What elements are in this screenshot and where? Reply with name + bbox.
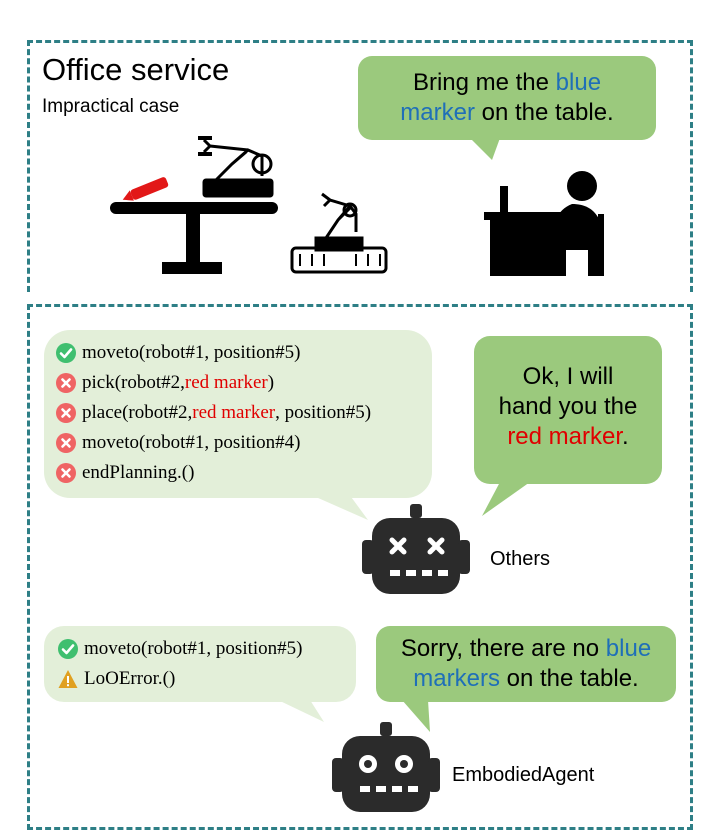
plan-step-highlight: red marker [192,402,276,423]
reply-highlight-markers: markers [413,665,500,692]
plan-step: pick(robot#2, red marker) [56,368,371,398]
plan-step-text: pick(robot#2, [82,372,185,393]
plan-step: endPlanning.() [56,458,371,488]
embodied-plan-bubble [44,626,356,722]
plan-step: place(robot#2, red marker, position#5) [56,398,371,428]
others-robot-icon [362,504,470,594]
check-circle-icon [56,343,76,363]
embodied-label: EmbodiedAgent [452,764,595,786]
embodied-robot-icon [332,722,440,812]
red-marker-icon [122,177,169,201]
others-reply-bubble [474,336,662,516]
x-circle-icon [56,463,76,483]
plan-step-text: place(robot#2, [82,402,193,423]
others-reply-text: Ok, I will hand you the red marker. [498,363,638,450]
robot-arm-icon [198,136,274,198]
plan-step-text: endPlanning.() [82,462,195,483]
plan-step: moveto(robot#1, position#5) [56,338,371,368]
user-request-text: Bring me the blue marker on the table. [400,69,614,126]
plan-step-text: moveto(robot#1, position#5) [82,342,301,363]
embodied-reply-bubble [376,626,676,732]
top-scene-panel [27,40,693,292]
warning-icon [58,670,78,688]
plan-step: moveto(robot#1, position#5) [58,634,302,664]
mobile-robot-icon [290,192,388,274]
plan-step: moveto(robot#1, position#4) [56,428,371,458]
user-speech-bubble [358,56,656,160]
plan-step: LoOError.() [58,664,302,694]
scene-subtitle: Impractical case [42,96,180,117]
plan-step-text: moveto(robot#1, position#4) [82,432,301,453]
plan-step-text: LoOError.() [84,668,176,689]
scene-title: Office service [42,52,230,87]
x-circle-icon [56,373,76,393]
reply-highlight-blue: blue [605,635,652,662]
plan-step-suffix: ) [267,372,275,393]
request-highlight-blue: blue [555,69,602,96]
embodied-reply-text: Sorry, there are no blue markers on the … [400,635,652,692]
x-circle-icon [56,403,76,423]
check-circle-icon [58,639,78,659]
others-plan-bubble [44,330,432,520]
person-at-desk-icon [484,171,604,276]
x-circle-icon [56,433,76,453]
request-highlight-marker: marker [400,99,475,126]
plan-step-highlight: red marker [184,372,268,393]
plan-step-text: moveto(robot#1, position#5) [84,638,303,659]
others-plan-list: moveto(robot#1, position#5) pick(robot#2,… [56,338,371,488]
table-icon [110,202,278,274]
plan-step-suffix: , position#5) [275,402,372,423]
bottom-comparison-panel [27,304,693,830]
others-label: Others [490,548,551,570]
embodied-plan-list: moveto(robot#1, position#5) LoOError.() [58,634,302,694]
reply-highlight-red: red marker [507,423,623,450]
